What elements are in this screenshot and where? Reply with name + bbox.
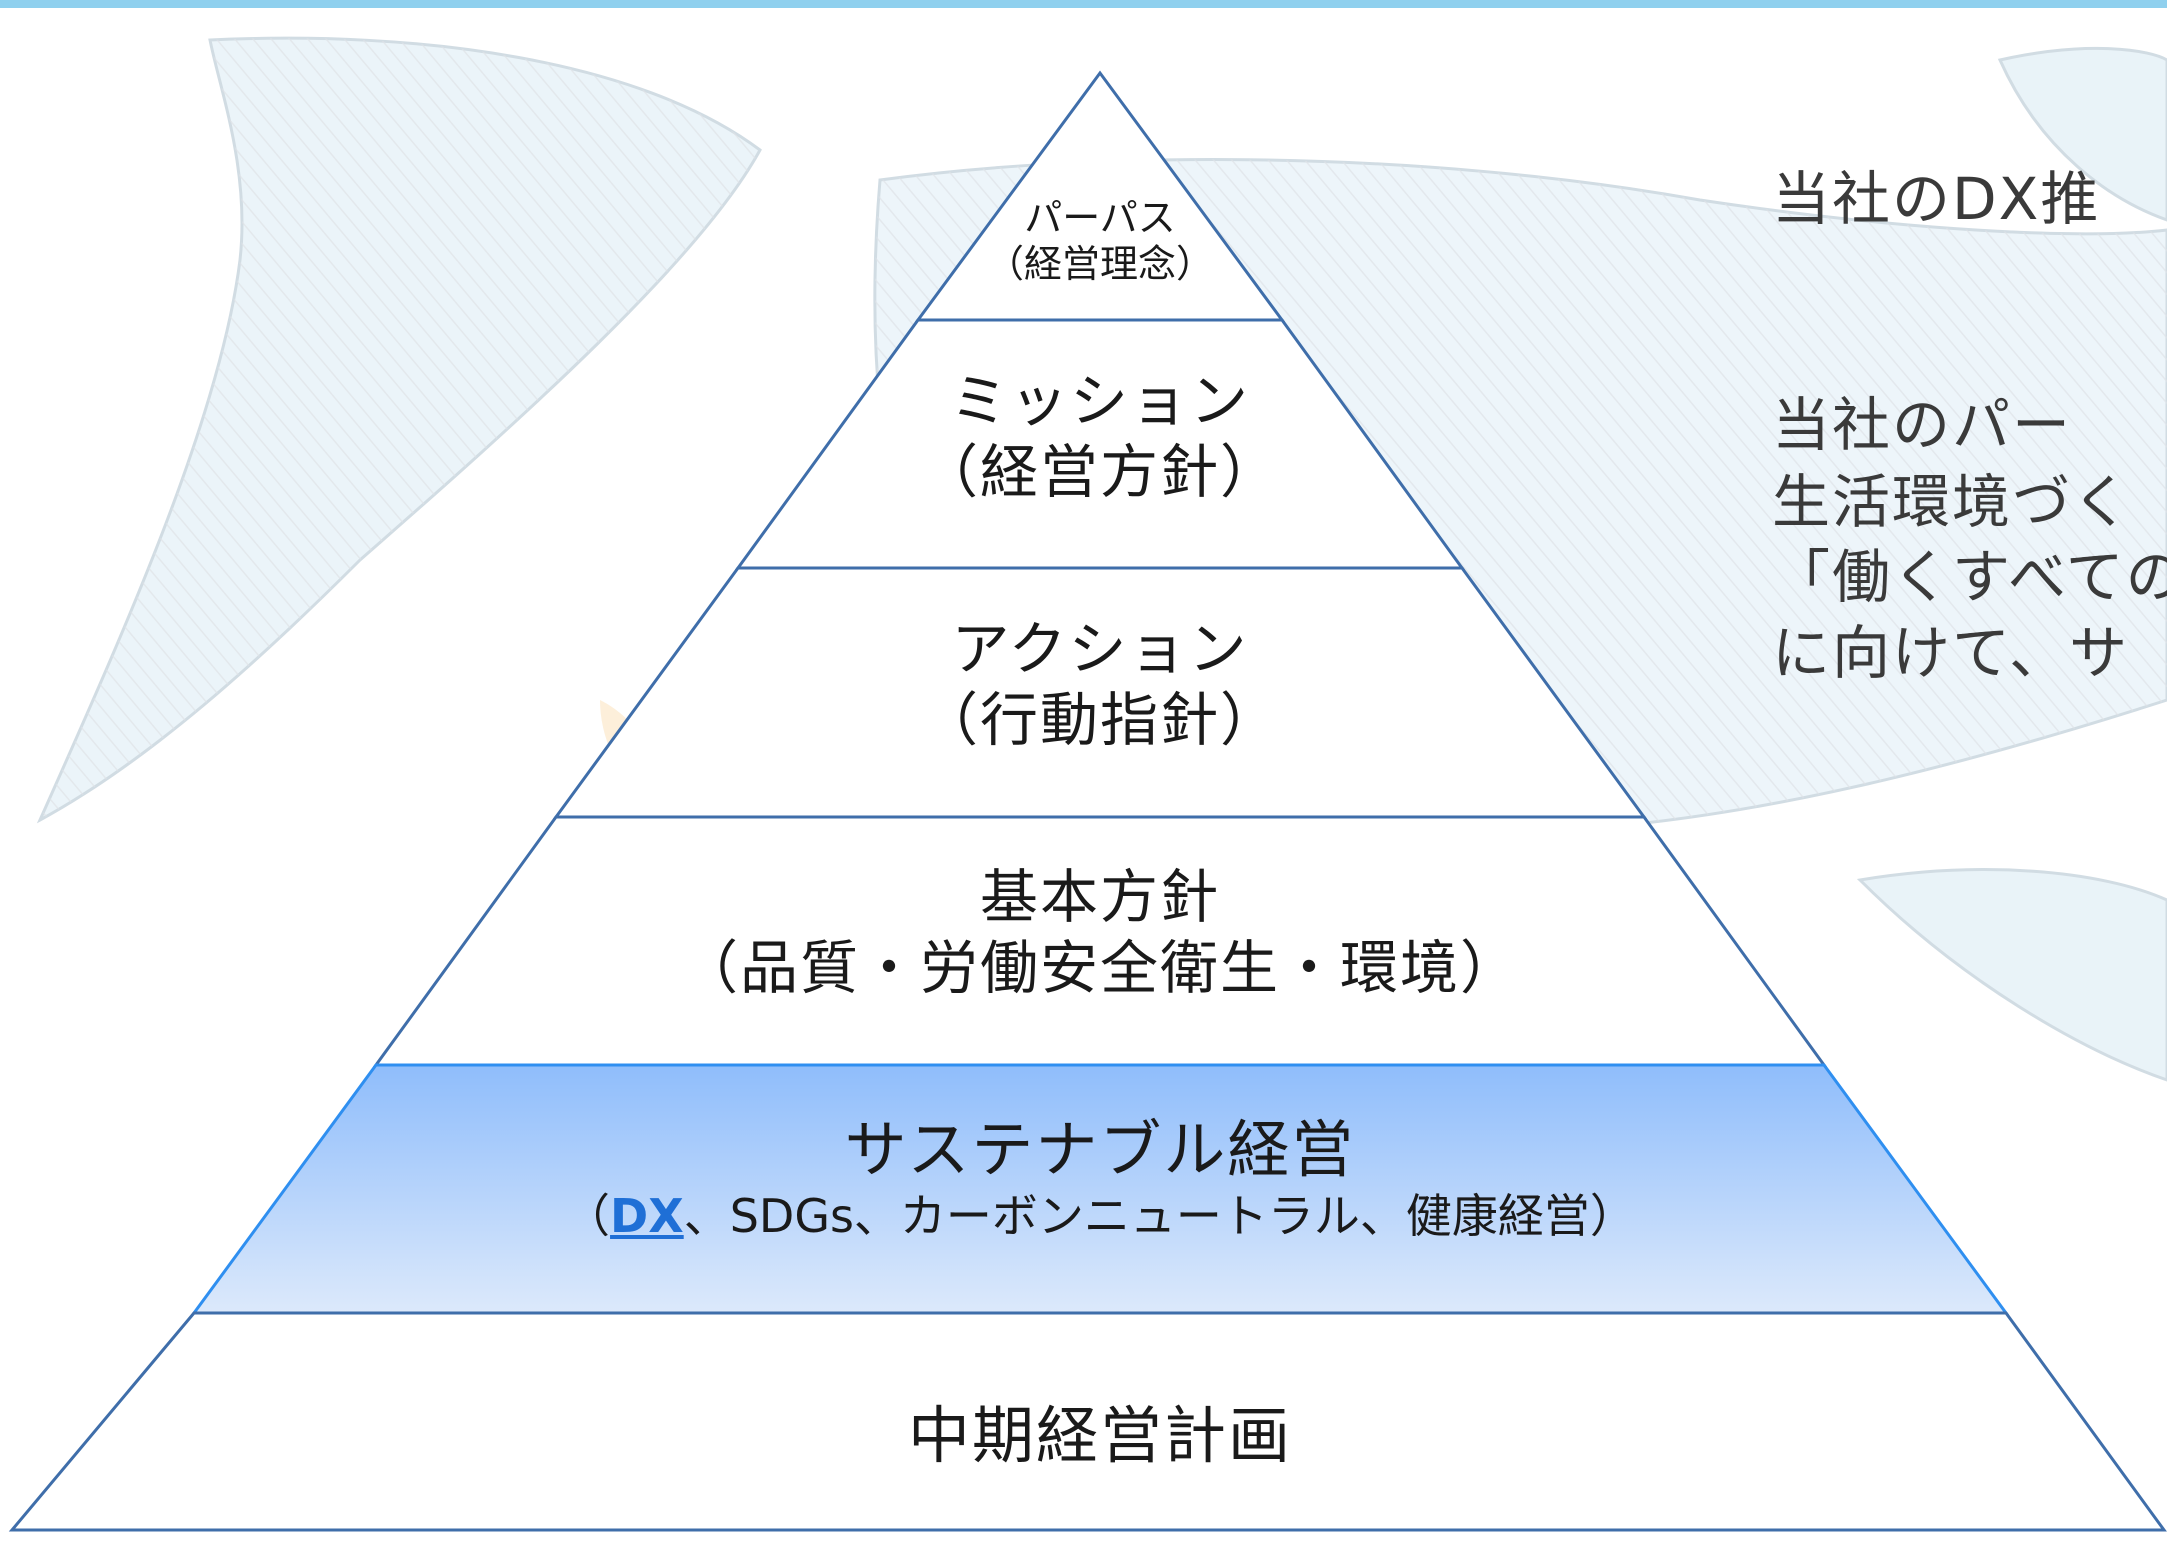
tier-purpose-subtitle: （経営理念） bbox=[985, 242, 1214, 287]
tier-purpose: パーパス （経営理念） bbox=[950, 195, 1250, 288]
top-accent-band bbox=[0, 0, 2167, 8]
tier-basic-policy-title: 基本方針 bbox=[979, 863, 1220, 931]
side-paragraph-line-2: 生活環境づく bbox=[1772, 468, 2133, 536]
tier-midterm-plan-title: 中期経営計画 bbox=[907, 1399, 1292, 1472]
side-paragraph-line-1: 当社のパー bbox=[1772, 391, 2073, 459]
tier-midterm-plan: 中期経営計画 bbox=[550, 1398, 1650, 1474]
tier-sustainable-open-paren: （ bbox=[564, 1188, 611, 1243]
tier-6-shape bbox=[8, 1311, 2167, 1532]
tier-basic-policy-subtitle: （品質・労働安全衛生・環境） bbox=[679, 933, 1520, 1002]
tier-sustainable-subtitle-rest: 、SDGs、カーボンニュートラル、健康経営） bbox=[683, 1188, 1636, 1243]
tier-mission-title: ミッション bbox=[949, 367, 1250, 435]
tier-action-subtitle: （行動指針） bbox=[919, 685, 1280, 754]
side-heading: 当社のDX推 bbox=[1772, 165, 2101, 233]
bird-wing-left-hatch bbox=[40, 38, 760, 820]
dx-link[interactable]: DX bbox=[610, 1188, 684, 1243]
tier-sustainable-subtitle: （DX、SDGs、カーボンニュートラル、健康経営） bbox=[350, 1188, 1850, 1244]
tier-mission-subtitle: （経営方針） bbox=[919, 437, 1280, 506]
side-paragraph-line-4: に向けて、サ bbox=[1772, 619, 2130, 687]
tier-action-title: アクション bbox=[951, 615, 1249, 683]
side-paragraph-line-3: 「働くすべての bbox=[1772, 543, 2167, 611]
tier-sustainable-management: サステナブル経営 （DX、SDGs、カーボンニュートラル、健康経営） bbox=[350, 1112, 1850, 1244]
tier-action: アクション （行動指針） bbox=[700, 614, 1500, 756]
tier-basic-policy: 基本方針 （品質・労働安全衛生・環境） bbox=[550, 862, 1650, 1004]
tier-sustainable-title: サステナブル経営 bbox=[844, 1113, 1356, 1186]
tier-mission: ミッション （経営方針） bbox=[800, 366, 1400, 508]
tier-purpose-title: パーパス bbox=[1024, 196, 1176, 240]
